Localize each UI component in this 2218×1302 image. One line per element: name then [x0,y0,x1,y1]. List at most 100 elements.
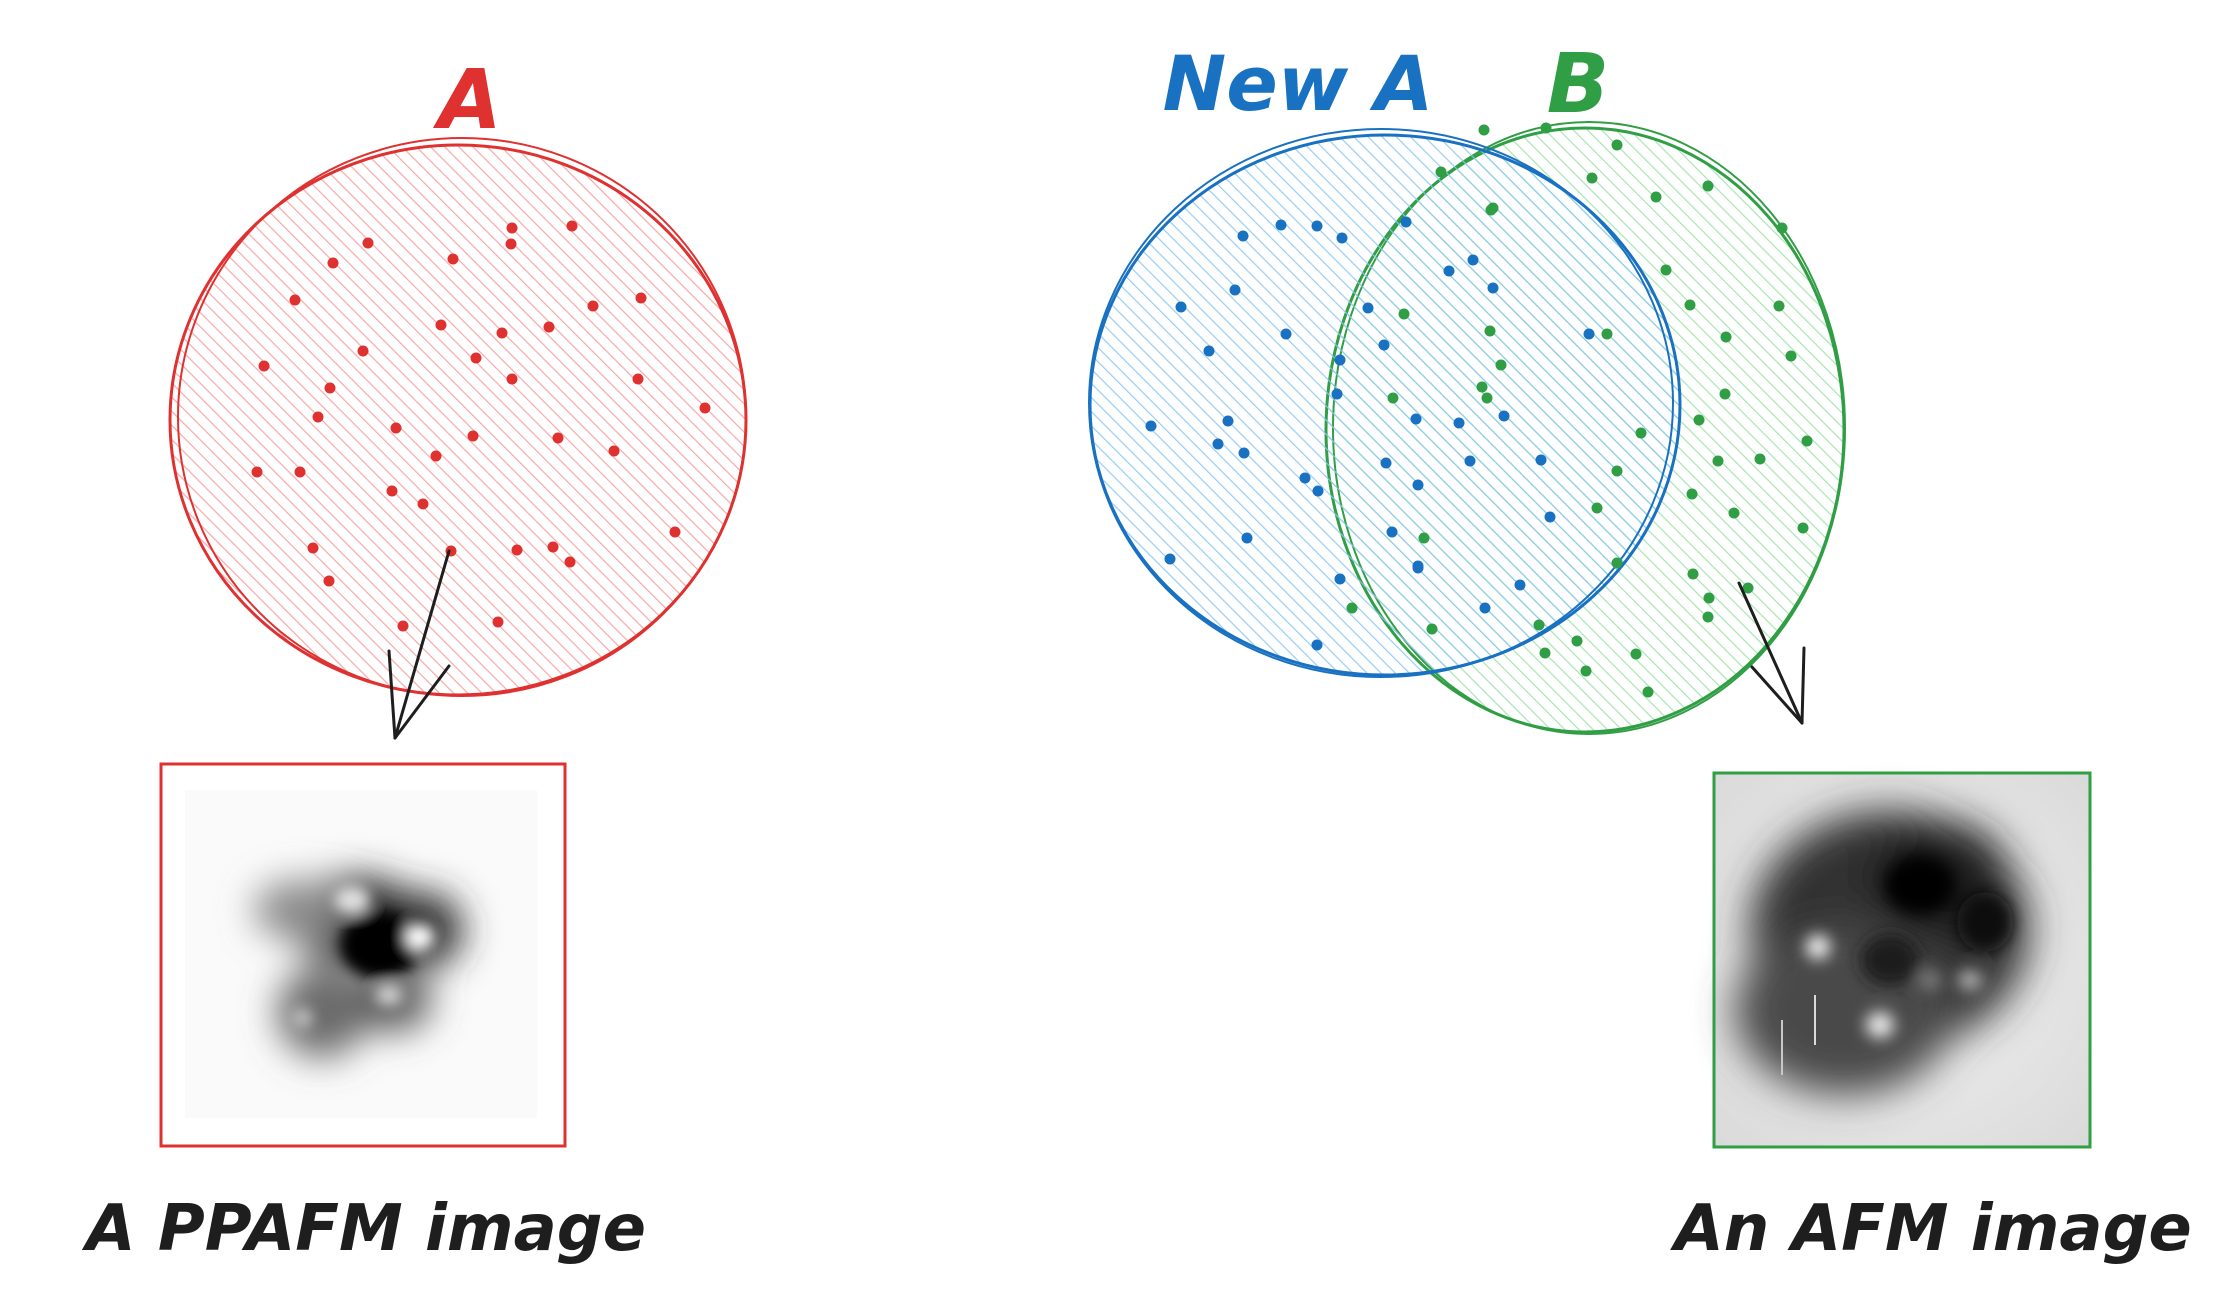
set-a-point [397,620,409,632]
set-new-a-point [1386,526,1398,538]
set-a-point [492,616,504,628]
set-new-a-point [1467,254,1479,266]
set-b-point [1686,488,1698,500]
set-b-point [1720,331,1732,343]
set-b-point [1773,300,1785,312]
set-a-point [386,485,398,497]
set-new-a-point [1514,579,1526,591]
set-a-point [327,257,339,269]
set-b-point [1776,222,1788,234]
set-b-point [1601,328,1613,340]
set-b-point [1630,648,1642,660]
set-b-point [1398,308,1410,320]
set-a-point [632,373,644,385]
set-a-circle [168,143,748,697]
set-new-a-point [1336,232,1348,244]
set-new-a-point [1241,532,1253,544]
set-b-point [1591,502,1603,514]
set-b-point [1801,435,1813,447]
set-b-point [1635,427,1647,439]
set-a-point [312,411,324,423]
afm-caption: An AFM image [1669,1192,2192,1266]
set-a-point [447,253,459,265]
set-a-point [323,575,335,587]
set-a-point [506,222,518,234]
set-a-point [430,450,442,462]
set-b-label: B [1547,37,1610,132]
set-a-point [547,541,559,553]
set-b-point [1703,592,1715,604]
set-new-a-point [1212,438,1224,450]
set-a-points [251,220,711,632]
set-b-point [1487,202,1499,214]
set-b-point [1484,325,1496,337]
set-b-point [1539,647,1551,659]
set-b-point [1712,455,1724,467]
set-a-point [635,292,647,304]
set-new-a-point [1331,388,1343,400]
set-new-a-circle-sketch [1088,128,1674,678]
set-new-a-point [1334,354,1346,366]
set-b-point [1642,686,1654,698]
set-new-a-point [1237,230,1249,242]
set-b-point [1495,359,1507,371]
set-new-a-point [1583,328,1595,340]
set-new-a-point [1238,447,1250,459]
set-b-point [1754,453,1766,465]
set-b-point [1586,172,1598,184]
set-new-a-point [1299,472,1311,484]
set-b-point [1728,507,1740,519]
afm-frame [1712,771,2092,1149]
set-a-point [324,382,336,394]
set-new-a-point [1535,454,1547,466]
set-new-a-point [1280,328,1292,340]
set-new-a-point [1311,220,1323,232]
set-a-point [496,327,508,339]
set-new-a-point [1175,301,1187,313]
set-new-a-point [1164,553,1176,565]
set-b-point [1346,602,1358,614]
set-a-point [566,220,578,232]
set-a [168,137,748,697]
set-b-point [1481,392,1493,404]
set-new-a-point [1203,345,1215,357]
set-a-point [390,422,402,434]
set-b-point [1742,582,1754,594]
set-new-a-point [1222,415,1234,427]
set-a-point [258,360,270,372]
set-a-point [669,526,681,538]
set-new-a-points [1145,216,1595,651]
set-a-point [357,345,369,357]
set-b-point [1785,350,1797,362]
set-b-point [1478,124,1490,136]
set-b-point [1571,635,1583,647]
set-a-point [467,430,479,442]
set-a-point [470,352,482,364]
set-b-point [1435,166,1447,178]
set-a-point [587,300,599,312]
set-new-a-point [1453,417,1465,429]
set-new-a [1088,128,1682,678]
set-a-point [435,319,447,331]
set-b-point [1797,522,1809,534]
set-a-circle-sketch [177,137,747,697]
set-new-a-point [1498,410,1510,422]
arrow-b-to-afm [1737,581,1806,725]
set-b-point [1611,465,1623,477]
ppafm-image [159,762,567,1148]
set-b-point [1684,299,1696,311]
arrow-a-to-ppafm [387,549,451,740]
set-new-a-label: New A [1163,39,1434,128]
set-b-points [1346,122,1813,698]
set-b-point [1687,568,1699,580]
set-new-a-point [1410,413,1422,425]
set-a-point [294,466,306,478]
set-new-a-point [1145,420,1157,432]
set-new-a-point [1479,602,1491,614]
set-b-point [1387,392,1399,404]
set-a-point [362,237,374,249]
set-a-point [543,321,555,333]
set-new-a-point [1380,457,1392,469]
set-a-point [511,544,523,556]
